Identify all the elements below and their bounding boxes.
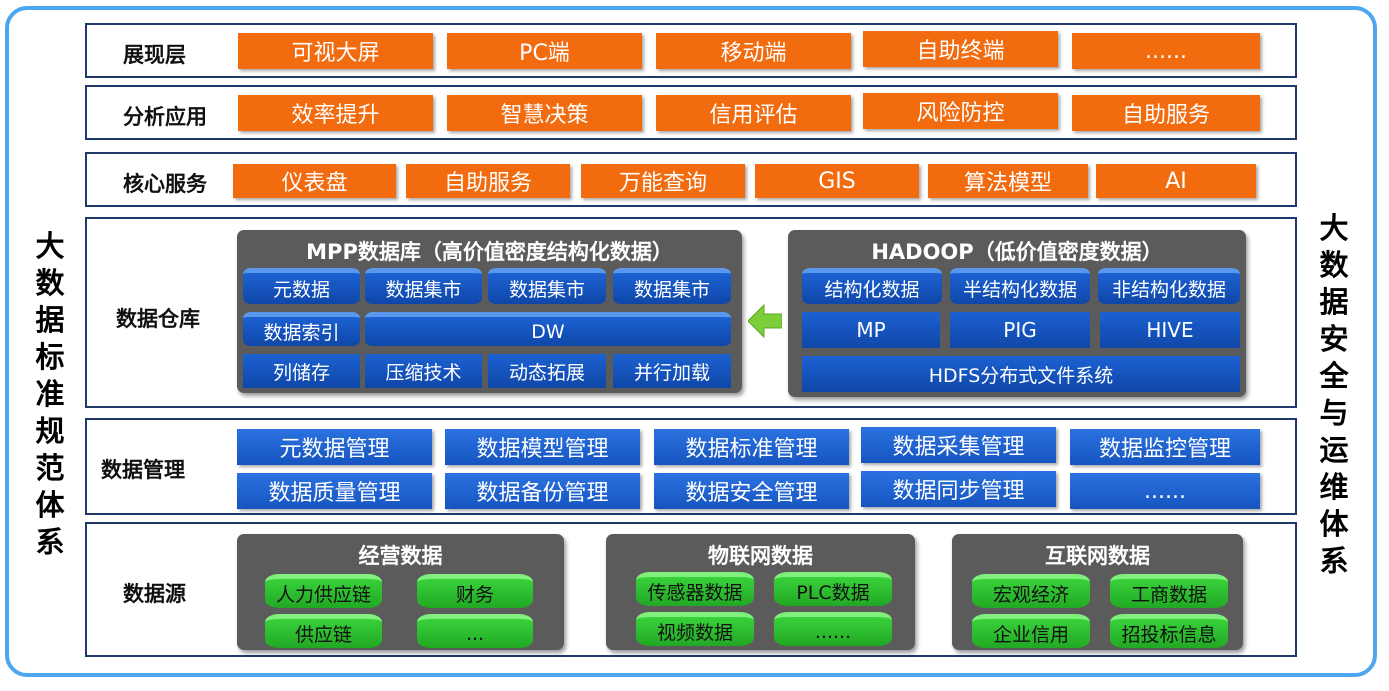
analysis-item: 风险防控	[863, 93, 1058, 129]
presentation-item: 可视大屏	[238, 33, 433, 69]
internet-data-panel: 互联网数据 宏观经济 工商数据 企业信用 招投标信息	[952, 534, 1243, 650]
core-service-item: 万能查询	[581, 164, 745, 198]
iot-data-panel: 物联网数据 传感器数据 PLC数据 视频数据 ......	[606, 534, 915, 650]
management-item: 数据备份管理	[445, 473, 640, 509]
presentation-item: ......	[1072, 33, 1260, 69]
presentation-layer-label: 展现层	[123, 43, 186, 67]
business-data-title: 经营数据	[358, 544, 443, 568]
left_title-char: 数	[35, 266, 65, 300]
internet-data-title: 互联网数据	[1045, 544, 1150, 568]
analysis-item: 信用评估	[656, 95, 851, 131]
management-item: 数据同步管理	[861, 471, 1056, 507]
right_title-char: 运	[1319, 433, 1349, 467]
source-item: 企业信用	[972, 614, 1090, 648]
business-data-panel: 经营数据 人力供应链 财务 供应链 ...	[237, 534, 564, 650]
management-item: 数据采集管理	[861, 427, 1056, 463]
left-title-standards: 大数据标准规范体系	[26, 228, 74, 561]
mpp-feature: 并行加载	[613, 354, 731, 388]
core-service-item: 算法模型	[928, 164, 1088, 198]
hadoop-hdfs: HDFS分布式文件系统	[802, 356, 1240, 392]
core-services-label: 核心服务	[123, 172, 207, 196]
source-item: 工商数据	[1110, 574, 1228, 608]
left_title-char: 规	[35, 414, 65, 448]
right_title-char: 据	[1319, 285, 1349, 319]
management-item: 数据质量管理	[237, 473, 432, 509]
right_title-char: 维	[1319, 470, 1349, 504]
data-warehouse-label: 数据仓库	[116, 307, 200, 331]
hadoop-title: HADOOP（低价值密度数据）	[871, 240, 1163, 264]
left_title-char: 系	[35, 525, 65, 559]
presentation-item: 自助终端	[863, 31, 1058, 67]
presentation-item: PC端	[447, 33, 642, 69]
right_title-char: 体	[1319, 507, 1349, 541]
management-item: 数据监控管理	[1070, 429, 1260, 465]
mpp-feature: 列储存	[243, 354, 360, 388]
source-item: 传感器数据	[636, 572, 754, 606]
right_title-char: 与	[1319, 396, 1349, 430]
hadoop-structured: 结构化数据	[802, 268, 942, 304]
source-item: 宏观经济	[972, 574, 1090, 608]
source-item: 人力供应链	[265, 574, 382, 608]
left_title-char: 大	[35, 229, 65, 263]
source-item: 视频数据	[636, 612, 754, 646]
data-management-row: 数据管理 元数据管理 数据模型管理 数据标准管理 数据采集管理 数据监控管理 数…	[85, 418, 1297, 515]
right_title-char: 数	[1319, 248, 1349, 282]
mpp-dw: DW	[365, 312, 731, 346]
analysis-item: 智慧决策	[447, 95, 642, 131]
source-item: 财务	[417, 574, 533, 608]
left_title-char: 准	[35, 377, 65, 411]
presentation-item: 移动端	[656, 33, 851, 69]
core-service-item: 仪表盘	[233, 164, 396, 198]
core-service-item: AI	[1096, 164, 1256, 198]
mpp-feature: 动态拓展	[488, 354, 606, 388]
mpp-metadata: 元数据	[243, 268, 360, 304]
source-item: 招投标信息	[1110, 614, 1228, 648]
source-item: PLC数据	[774, 572, 892, 606]
left_title-char: 体	[35, 488, 65, 522]
analysis-item: 效率提升	[238, 95, 433, 131]
mpp-feature: 压缩技术	[365, 354, 482, 388]
source-item: 供应链	[265, 614, 382, 648]
mpp-datamart: 数据集市	[365, 268, 482, 304]
right_title-char: 系	[1319, 544, 1349, 578]
mpp-datamart: 数据集市	[488, 268, 606, 304]
mpp-title: MPP数据库（高价值密度结构化数据）	[306, 240, 673, 264]
hadoop-unstructured: 非结构化数据	[1098, 268, 1240, 304]
management-item: 数据模型管理	[445, 429, 640, 465]
data-sources-row: 数据源 经营数据 人力供应链 财务 供应链 ... 物联网数据 传感器数据 PL…	[85, 522, 1297, 657]
left_title-char: 据	[35, 303, 65, 337]
source-item: ......	[774, 612, 892, 646]
left_title-char: 标	[35, 340, 65, 374]
data-warehouse-row: 数据仓库 MPP数据库（高价值密度结构化数据） 元数据 数据集市 数据集市 数据…	[85, 217, 1297, 408]
mpp-panel: MPP数据库（高价值密度结构化数据） 元数据 数据集市 数据集市 数据集市 数据…	[237, 230, 742, 393]
hadoop-semi-structured: 半结构化数据	[950, 268, 1090, 304]
left_title-char: 范	[35, 451, 65, 485]
hadoop-mp: MP	[802, 312, 940, 348]
data-management-label: 数据管理	[101, 458, 185, 482]
analysis-layer-label: 分析应用	[123, 105, 207, 129]
core-services-row: 核心服务 仪表盘 自助服务 万能查询 GIS 算法模型 AI	[85, 152, 1297, 207]
source-item: ...	[417, 614, 533, 648]
iot-data-title: 物联网数据	[708, 544, 813, 568]
right_title-char: 安	[1319, 322, 1349, 356]
core-service-item: 自助服务	[406, 164, 570, 198]
hadoop-pig: PIG	[950, 312, 1090, 348]
management-item: 元数据管理	[237, 429, 432, 465]
management-item: ......	[1070, 473, 1260, 509]
mpp-datamart: 数据集市	[613, 268, 731, 304]
right_title-char: 全	[1319, 359, 1349, 393]
mpp-data-index: 数据索引	[243, 312, 360, 346]
right-title-security-ops: 大数据安全与运维体系	[1310, 210, 1358, 580]
presentation-layer-row: 展现层 可视大屏 PC端 移动端 自助终端 ......	[85, 23, 1297, 78]
hadoop-panel: HADOOP（低价值密度数据） 结构化数据 半结构化数据 非结构化数据 MP P…	[788, 230, 1246, 397]
right_title-char: 大	[1319, 211, 1349, 245]
analysis-item: 自助服务	[1072, 95, 1260, 131]
hadoop-hive: HIVE	[1100, 312, 1240, 348]
left-arrow-icon	[748, 303, 782, 339]
data-sources-label: 数据源	[123, 582, 186, 606]
core-service-item: GIS	[755, 164, 919, 198]
management-item: 数据安全管理	[654, 473, 849, 509]
analysis-layer-row: 分析应用 效率提升 智慧决策 信用评估 风险防控 自助服务	[85, 85, 1297, 140]
management-item: 数据标准管理	[654, 429, 849, 465]
